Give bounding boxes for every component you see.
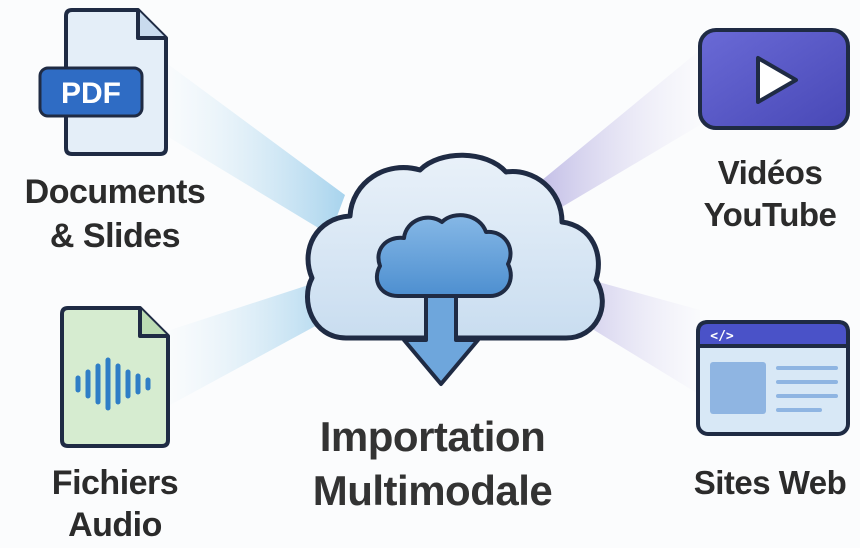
upload-arrow	[402, 294, 480, 386]
connection-beams	[165, 50, 700, 405]
label-audio-line2: Audio	[68, 506, 162, 544]
label-websites: Sites Web	[680, 462, 860, 504]
sound-wave-icon	[75, 357, 151, 411]
pdf-badge	[38, 66, 144, 118]
label-video-line2: YouTube	[703, 196, 837, 233]
label-video-line1: Vidéos	[717, 154, 823, 191]
pdf-file-icon: PDF	[38, 8, 168, 156]
browser-window-icon: </>	[696, 320, 850, 436]
audio-file-icon	[60, 306, 170, 448]
center-title-line2: Multimodale	[312, 467, 553, 514]
browser-text-lines	[776, 366, 838, 412]
browser-image-block	[710, 362, 766, 414]
inner-cloud	[374, 213, 513, 298]
center-title-line1: Importation	[319, 413, 546, 460]
center-title: Importation Multimodale	[300, 410, 565, 518]
label-audio-files: Fichiers Audio	[30, 462, 200, 546]
label-documents-slides: Documents & Slides	[0, 170, 230, 258]
label-youtube-videos: Vidéos YouTube	[680, 152, 860, 236]
beam-documents	[165, 62, 345, 235]
label-documents-line2: & Slides	[49, 217, 181, 255]
label-audio-line1: Fichiers	[51, 464, 179, 502]
label-documents-line1: Documents	[24, 173, 206, 211]
youtube-play-icon	[698, 28, 850, 130]
cloud-upload-icon	[305, 152, 605, 386]
label-web-line1: Sites Web	[693, 464, 847, 501]
beam-audio	[170, 278, 345, 405]
pdf-badge-text: PDF	[61, 77, 121, 110]
beam-video	[530, 50, 700, 220]
browser-code-tag: </>	[710, 329, 734, 344]
